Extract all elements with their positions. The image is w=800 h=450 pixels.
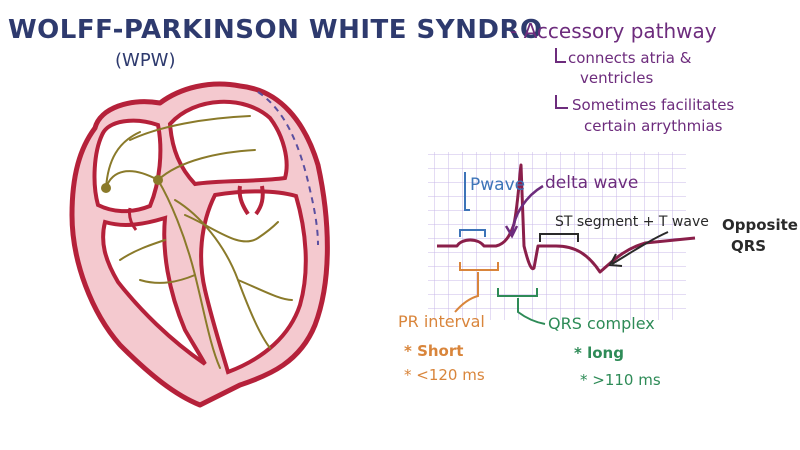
t-wave-arrow [611, 231, 669, 265]
ecg-trace [437, 163, 696, 274]
delta-wave-arrow [510, 184, 544, 235]
st-t-annotation: ST segment + T wave Opposite QRS [539, 214, 798, 267]
pr-short-note: * Short [404, 342, 463, 360]
sa-node-branch [105, 131, 141, 189]
delta-wave-arrowhead [504, 225, 519, 239]
notes-line-2a: Sometimes facilitates [572, 96, 734, 114]
mitral-valve [237, 185, 265, 216]
notes-line-2b: certain arrythmias [584, 117, 723, 135]
qrs-complex-label: QRS complex [548, 314, 655, 333]
t-wave-arrowhead [608, 253, 623, 267]
notes-line-1b: ventricles [580, 69, 653, 87]
notes: - Accessory pathway connects atria & ven… [510, 19, 734, 135]
notes-bracket-1 [555, 48, 566, 63]
ecg-grid [428, 152, 686, 320]
p-wave-bracket-top [464, 172, 470, 211]
accessory-pathway [257, 91, 319, 246]
right-atrium [92, 118, 163, 214]
delta-wave-label: delta wave [545, 173, 638, 193]
p-wave-bracket [459, 229, 486, 237]
pr-duration-note: * <120 ms [404, 366, 485, 384]
title: WOLFF-PARKINSON WHITE SYNDRO [8, 15, 543, 45]
qrs-bracket [497, 288, 538, 297]
atrial-branch-2 [157, 149, 256, 181]
notes-line-1a: connects atria & [568, 49, 692, 67]
sa-node [101, 183, 111, 193]
pr-connector [454, 272, 479, 313]
pr-interval-label: PR interval [398, 312, 485, 331]
opposite-qrs-label: QRS [731, 237, 766, 255]
atrial-branch [129, 115, 251, 141]
qrs-connector [517, 298, 546, 325]
tricuspid-valve [128, 207, 138, 231]
qrs-duration-note: * >110 ms [580, 371, 661, 389]
qrs-long-note: * long [574, 344, 624, 362]
purkinje-3 [119, 239, 166, 261]
delta-wave-annotation: delta wave [504, 173, 638, 239]
conduction-system [105, 115, 293, 369]
title-abbreviation: (WPW) [115, 50, 176, 71]
st-bracket [539, 233, 579, 242]
pr-interval-annotation: PR interval * Short * <120 ms [398, 262, 499, 384]
left-atrium [167, 99, 289, 187]
ecg-strip [428, 152, 696, 320]
notes-heading: - Accessory pathway [510, 19, 717, 43]
pr-bracket [459, 262, 499, 271]
notes-bracket-2 [555, 95, 568, 109]
purkinje-1 [237, 279, 293, 301]
av-node [153, 175, 163, 185]
qrs-annotation: QRS complex * long * >110 ms [497, 288, 661, 389]
st-t-label: ST segment + T wave [555, 214, 709, 230]
p-wave-label: Pwave [470, 175, 525, 195]
left-bundle-2 [184, 214, 279, 243]
heart-illustration [69, 81, 330, 408]
internodal-pathway [105, 170, 159, 189]
p-wave-annotation: Pwave [459, 172, 525, 237]
purkinje-2 [139, 274, 196, 284]
opposite-label: Opposite [722, 216, 798, 234]
